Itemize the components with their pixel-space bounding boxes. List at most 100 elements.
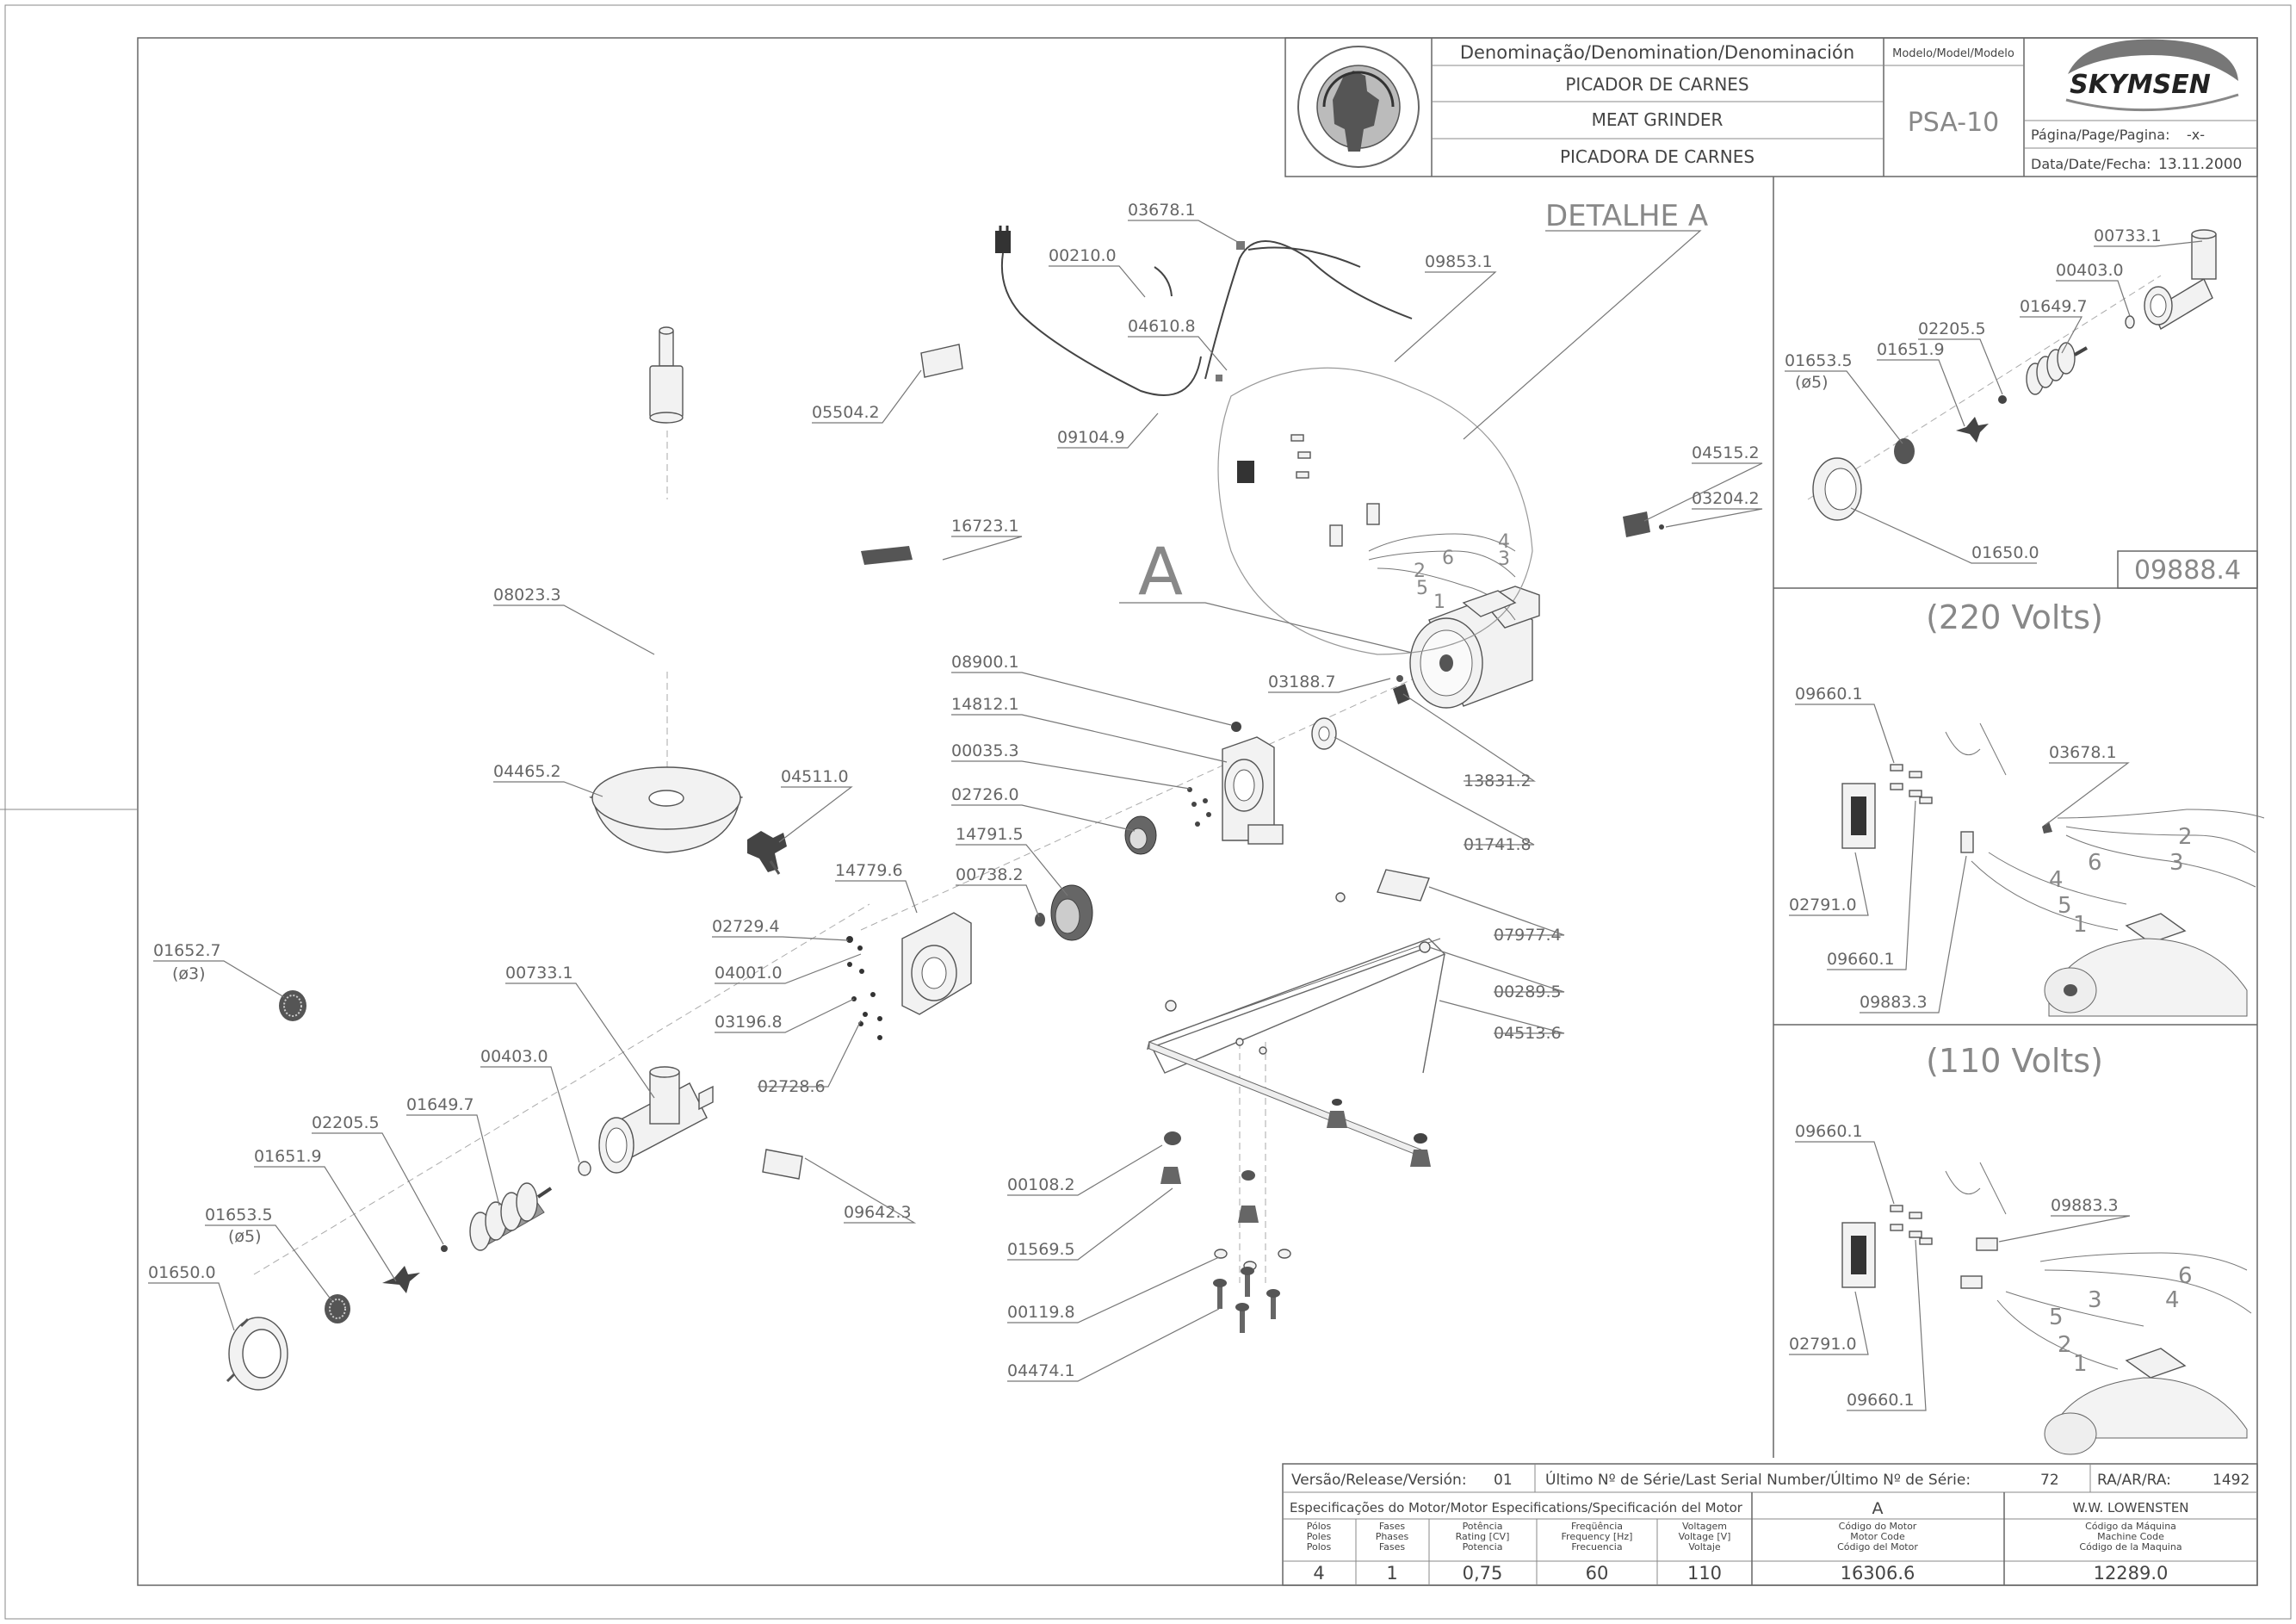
leader-line [1007, 1256, 1220, 1323]
wire-number: 2 [1414, 561, 1426, 582]
plate-5mm-part [325, 1294, 350, 1323]
date-label: Data/Date/Fecha: [2031, 156, 2151, 172]
wire-number: 6 [2178, 1263, 2193, 1289]
panel-110-title: (110 Volts) [1926, 1042, 2103, 1080]
wire-number: 3 [2169, 850, 2184, 876]
base-plate-part [1147, 892, 1446, 1160]
leader-line [1847, 1239, 1927, 1411]
screws-cluster [846, 936, 882, 1040]
leader-line [1789, 852, 1869, 916]
leader-line [1860, 855, 1967, 1013]
part-number-label: 03204.2 [1692, 489, 1760, 508]
ra-value: 1492 [2212, 1472, 2250, 1489]
leader-line [951, 714, 1228, 763]
leader-line [1128, 336, 1228, 371]
part-number-label: 16723.1 [951, 517, 1019, 536]
leader-line [406, 1114, 500, 1206]
part-number-label: 04465.2 [493, 762, 561, 781]
wire-number: 2 [2178, 824, 2193, 850]
leader-line [493, 781, 603, 797]
authorized-service-seal [1297, 46, 1420, 168]
part-number-label: 05504.2 [812, 403, 880, 422]
leader-line [715, 998, 855, 1033]
right-panels [1773, 177, 2258, 1458]
leader-line [951, 760, 1191, 790]
leader-line [1402, 693, 1536, 782]
leader-line [778, 786, 853, 843]
name-pt: PICADOR DE CARNES [1565, 74, 1748, 95]
panel-220-title: (220 Volts) [1926, 598, 2103, 636]
leader-line [2045, 762, 2130, 826]
part-number-label: 09853.1 [1425, 252, 1493, 271]
gear-housing-part [901, 912, 972, 1015]
part-number-label: 09660.1 [1795, 1122, 1863, 1141]
part-callouts: 03678.100210.004610.805504.209104.909853… [148, 201, 2203, 1411]
part-number-label: 09104.9 [1057, 428, 1125, 447]
leader-line [835, 880, 918, 914]
leader-line [2056, 280, 2131, 317]
detail-a-balloon [1217, 367, 1664, 655]
part-number-label: 03188.7 [1268, 673, 1336, 691]
part-number-label: 04001.0 [715, 964, 783, 982]
leader-line [1789, 1291, 1869, 1355]
part-number-label: 09883.3 [2051, 1196, 2119, 1215]
leader-line [712, 936, 849, 941]
part-number-label: 08900.1 [951, 653, 1019, 672]
leader-line [1439, 1000, 1565, 1034]
leader-line [1394, 271, 1497, 363]
part-number-label: (ø3) [172, 964, 206, 983]
leader-line [312, 1132, 444, 1245]
spec-value: 12289.0 [2094, 1563, 2169, 1584]
manufacturer: W.W. LOWENSTEN [2072, 1500, 2188, 1516]
part-number-label: 01653.5 [1785, 351, 1853, 370]
leader-line [1007, 1308, 1220, 1382]
sticker-part [1377, 869, 1430, 902]
spec-value: 110 [1687, 1563, 1722, 1584]
part-number-label: 00119.8 [1007, 1303, 1075, 1322]
part-number-label: (ø5) [1795, 373, 1829, 392]
wiring-110-illustration [1841, 1162, 2252, 1455]
leader-line [480, 1066, 580, 1163]
spec-block: Versão/Release/Versión: 01 Último Nº de … [1282, 1463, 2258, 1586]
part-number-label: 01652.7 [153, 941, 221, 960]
pusher-part [649, 326, 684, 424]
plate-3mm-part [279, 990, 306, 1021]
part-number-label: 01651.9 [254, 1147, 322, 1166]
leader-line [1007, 1144, 1163, 1196]
wire-number: 1 [2073, 912, 2088, 938]
mincer-body-part [598, 1066, 714, 1174]
part-number-label: 00108.2 [1007, 1175, 1075, 1194]
wire-number: 1 [1433, 592, 1445, 613]
wire-number: 4 [2165, 1287, 2180, 1313]
spec-value: 4 [1313, 1563, 1324, 1584]
wire-number: 6 [2088, 850, 2102, 876]
part-number-label: 09660.1 [1847, 1391, 1915, 1410]
wire-number: 1 [2073, 1351, 2088, 1377]
worm-screw-part [469, 1182, 553, 1251]
leader-line [715, 953, 862, 984]
motor-part [1409, 586, 1540, 709]
leader-line [804, 1157, 917, 1224]
leader-line [1785, 370, 1903, 444]
release-value: 01 [1494, 1472, 1513, 1489]
leader-line [1007, 1187, 1173, 1261]
leader-line [1918, 338, 2003, 395]
leader-line [951, 672, 1232, 726]
part-number-label: 00738.2 [956, 865, 1024, 884]
leader-line [1428, 946, 1565, 993]
brand-name: SKYMSEN [2070, 70, 2211, 100]
part-number-label: 02729.4 [712, 917, 780, 936]
part-number-label: 01651.9 [1877, 340, 1945, 359]
spec-value: 1 [1386, 1563, 1397, 1584]
part-number-label: 09883.3 [1860, 993, 1928, 1012]
leader-line [1128, 220, 1245, 246]
leader-line [1268, 678, 1391, 693]
part-number-label: 03196.8 [715, 1013, 783, 1032]
leader-line [1850, 507, 2037, 564]
